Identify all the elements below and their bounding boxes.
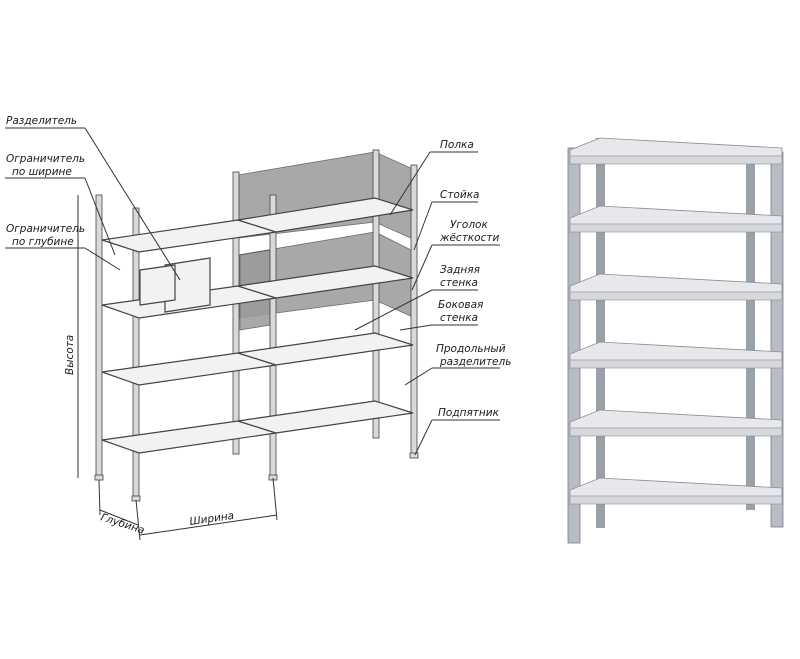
leader-width-limiter-2 xyxy=(84,177,116,256)
leader-foot-2 xyxy=(414,419,433,456)
label-divider: Разделитель xyxy=(6,115,77,127)
depth-dim-line xyxy=(99,509,139,526)
shelf-4 xyxy=(101,420,277,454)
back-post-mid xyxy=(372,149,380,439)
label-long-divider-1: Продольный xyxy=(436,343,506,355)
photo-shelves xyxy=(569,137,783,505)
label-depth-limiter-2: по глубине xyxy=(12,236,74,248)
shelf-1-right xyxy=(237,197,414,233)
label-side-wall-2: стенка xyxy=(440,312,478,324)
label-stiffener-2: жёсткости xyxy=(439,232,499,244)
shelf-3 xyxy=(101,352,277,386)
front-post-left-outer xyxy=(95,194,103,478)
back-post-left xyxy=(232,171,240,455)
label-depth: Глубина xyxy=(99,511,146,536)
leader-long-div-2 xyxy=(404,367,433,386)
label-back-wall-1: Задняя xyxy=(440,264,480,276)
leader-post-2 xyxy=(413,201,433,251)
photo-back-post-right xyxy=(746,150,755,510)
dim-ext-3 xyxy=(98,479,101,516)
leader-stiffener-2 xyxy=(411,244,433,291)
label-stiffener-1: Уголок xyxy=(450,219,488,231)
leader-back-2 xyxy=(354,289,433,331)
shelf-3-right xyxy=(237,332,414,366)
shelving-diagram: Разделитель Ограничитель по ширине Огран… xyxy=(5,115,511,541)
shelf-4-right xyxy=(237,400,414,434)
leader-shelf-2 xyxy=(389,151,431,216)
photo-shelf-edge xyxy=(569,359,783,369)
photo-shelf-edge xyxy=(569,495,783,505)
dim-ext-2 xyxy=(272,477,278,521)
label-width-limiter-2: по ширине xyxy=(12,166,72,178)
label-back-wall-2: стенка xyxy=(440,277,478,289)
photo-shelf-edge xyxy=(569,427,783,437)
side-post-right xyxy=(410,164,418,456)
shelf-1 xyxy=(101,219,277,253)
label-shelf: Полка xyxy=(440,139,474,151)
leader-depth-limiter-2 xyxy=(84,247,121,271)
label-side-wall-1: Боковая xyxy=(438,299,483,311)
label-width: Ширина xyxy=(189,510,235,528)
dim-ext-1 xyxy=(135,499,141,541)
label-long-divider-2: разделитель xyxy=(439,356,511,368)
photo-shelf-edge xyxy=(569,223,783,233)
shelf-2-right xyxy=(237,265,414,299)
photo-shelf-edge xyxy=(569,155,783,165)
front-post-mid xyxy=(269,194,277,478)
label-height: Высота xyxy=(64,335,76,375)
foot-4 xyxy=(409,452,419,459)
shelving-photo xyxy=(567,137,784,544)
leader-divider-2 xyxy=(84,127,181,281)
width-dim-line xyxy=(139,514,278,536)
foot-1 xyxy=(94,474,104,481)
label-post: Стойка xyxy=(440,189,479,201)
side-panel-upper xyxy=(374,151,416,241)
photo-front-post-right xyxy=(770,151,784,528)
photo-shelf-edge xyxy=(569,291,783,301)
label-depth-limiter-1: Ограничитель xyxy=(6,223,85,235)
divider-plate-2 xyxy=(139,264,176,306)
label-width-limiter-1: Ограничитель xyxy=(6,153,85,165)
leader-side-2 xyxy=(399,324,433,331)
photo-back-post-left xyxy=(596,138,605,528)
photo-front-post-left xyxy=(567,147,581,544)
label-foot: Подпятник xyxy=(438,407,500,419)
